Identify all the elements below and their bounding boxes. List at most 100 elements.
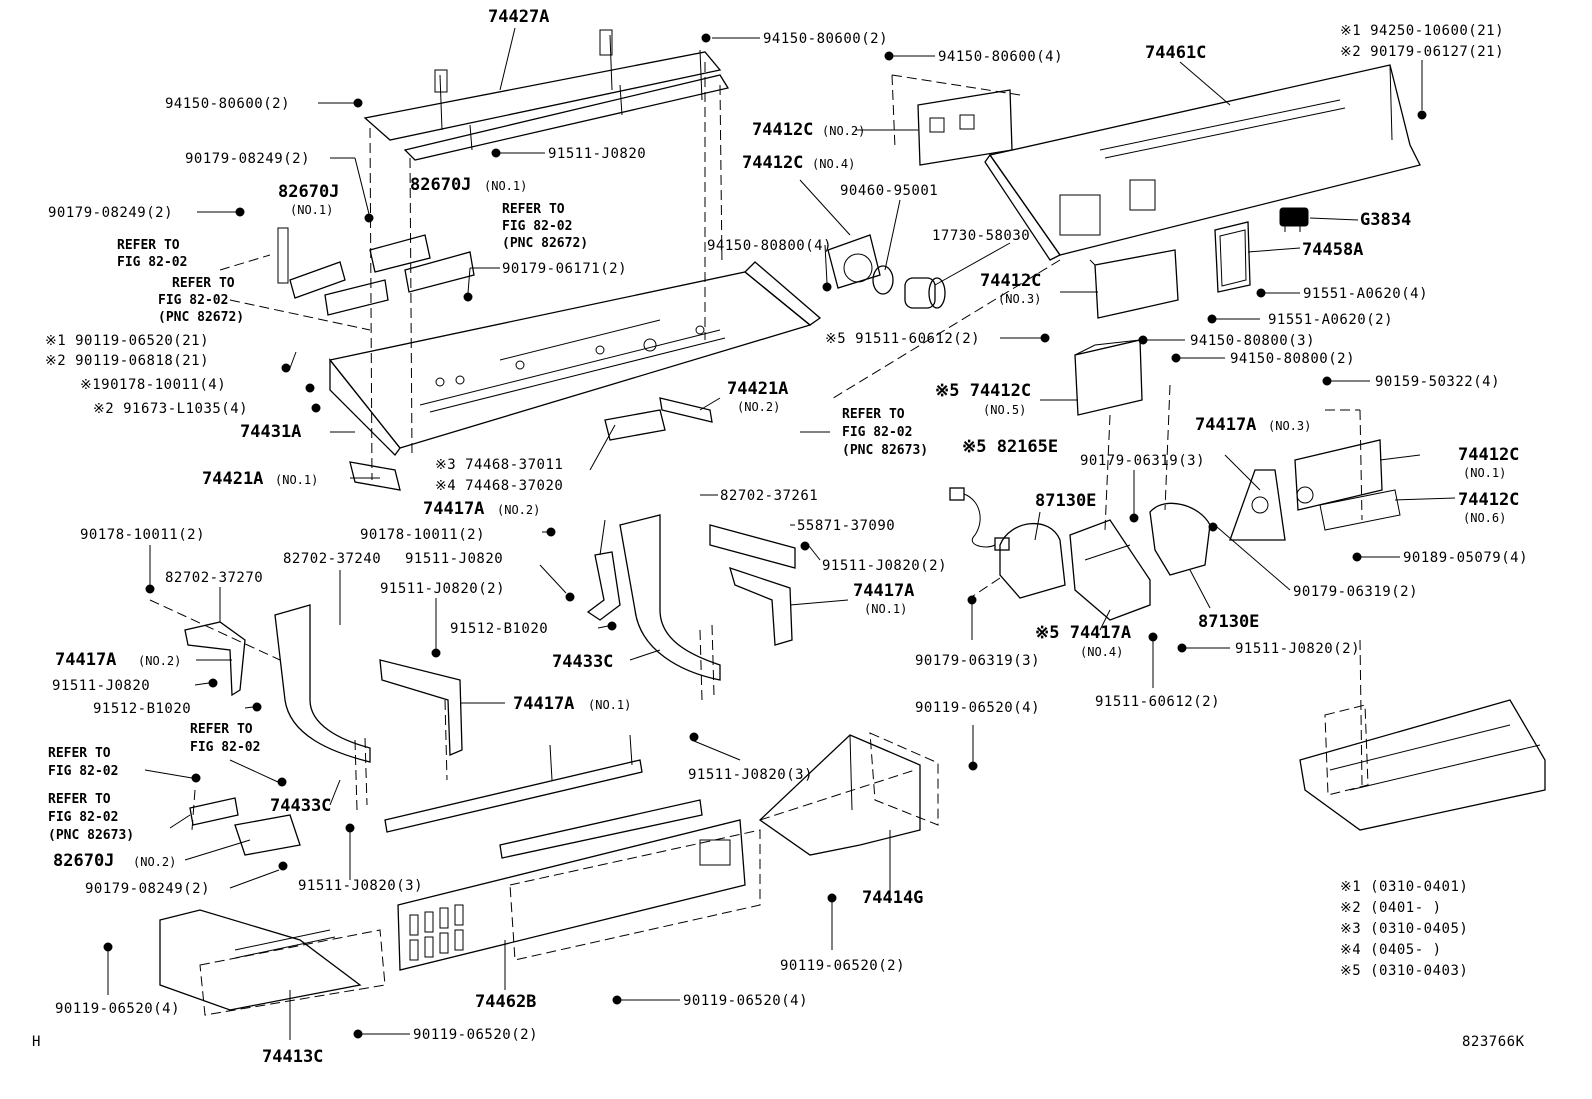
cover-74414G-drawing <box>758 732 939 856</box>
bracket-74417A-no3-drawing <box>1229 469 1286 541</box>
tray-74431A-drawing <box>328 261 822 457</box>
label-90119-06520-4-b: 90119-06520(4) <box>683 993 808 1009</box>
label-91673-L1035: ※2 91673-L1035(4) <box>93 401 248 417</box>
label-82670J-b: 82670J <box>410 175 471 195</box>
label-74461C: 74461C <box>1145 43 1206 63</box>
label-74421A-no2-sub: (NO.2) <box>737 400 780 414</box>
battery-pack-drawing <box>1299 639 1546 831</box>
label-74417A-no2-left: 74417A <box>55 650 116 670</box>
box-74412C-no3-drawing <box>1089 249 1179 319</box>
label-91551-A0620-4: 91551-A0620(4) <box>1303 286 1428 302</box>
label-74431A: 74431A <box>240 422 301 442</box>
fastener-glyphs <box>103 33 1427 1039</box>
grille-74462B-drawing <box>397 819 761 971</box>
label-82702-37261: 82702-37261 <box>720 488 818 504</box>
label-90119-06520-21: ※1 90119-06520(21) <box>45 333 209 349</box>
label-90178-10011-2-b: 90178-10011(2) <box>360 527 485 543</box>
label-94150-80800-4: 94150-80800(4) <box>707 238 832 254</box>
part-labels: 74427A 94150-80600(2) 94150-80600(4) 744… <box>45 7 1528 1067</box>
label-74412C-no4-sub: (NO.4) <box>812 157 855 171</box>
label-82165E: ※5 82165E <box>962 437 1058 457</box>
ref-fig-b-line2: FIG 82-02 <box>158 293 228 308</box>
label-74433C-b: 74433C <box>270 796 331 816</box>
label-55871-37090: 55871-37090 <box>797 518 895 534</box>
bar-55871-37090-drawing <box>709 524 796 569</box>
label-90119-06520-4-c: 90119-06520(4) <box>55 1001 180 1017</box>
label-91512-B1020-a: 91512-B1020 <box>450 621 548 637</box>
label-74412C-no2: 74412C <box>752 120 813 140</box>
label-74412C-no1-sub: (NO.1) <box>1463 466 1506 480</box>
note-4: ※4 (0405- ) <box>1340 942 1442 958</box>
label-94250-10600: ※1 94250-10600(21) <box>1340 23 1504 39</box>
label-90179-06319-3-b: 90179-06319(3) <box>915 653 1040 669</box>
wire-82165E-drawing <box>949 487 1010 551</box>
bracket-82670J-no1-left-drawing <box>277 227 389 316</box>
label-91511-J0820-b: 91511-J0820 <box>52 678 150 694</box>
panel-74412C-no2-drawing <box>891 74 1021 166</box>
label-94150-80800-2: 94150-80800(2) <box>1230 351 1355 367</box>
label-91511-J0820-2-mid: 91511-J0820(2) <box>822 558 947 574</box>
note-5: ※5 (0310-0403) <box>1340 963 1468 979</box>
ref-fig-c-line1: REFER TO <box>502 202 565 217</box>
label-74412C-no3-sub: (NO.3) <box>998 292 1041 306</box>
label-91511-J0820-3-a: 91511-J0820(3) <box>298 878 423 894</box>
label-94150-80600-2-top: 94150-80600(2) <box>763 31 888 47</box>
ref-fig-g-line2: FIG 82-02 <box>48 810 118 825</box>
label-74417A-no1-center: 74417A <box>513 694 574 714</box>
ref-fig-e-line1: REFER TO <box>190 722 253 737</box>
bracket-74417A-no2-mid-drawing <box>586 551 621 621</box>
label-91512-B1020-b: 91512-B1020 <box>93 701 191 717</box>
label-90179-06127: ※2 90179-06127(21) <box>1340 44 1504 60</box>
label-82670J-no2: 82670J <box>53 851 114 871</box>
label-74421A-no1-sub: (NO.1) <box>275 473 318 487</box>
connector-G3834-drawing <box>1279 207 1309 232</box>
ref-fig-f-line2: FIG 82-02 <box>48 764 118 779</box>
ref-fig-d-line2: FIG 82-02 <box>842 425 912 440</box>
label-74412C-no5: ※5 74412C <box>935 381 1031 401</box>
legend-notes: ※1 (0310-0401) ※2 (0401- ) ※3 (0310-0405… <box>1340 879 1468 979</box>
label-G3834: G3834 <box>1360 210 1411 230</box>
ref-fig-a-line1: REFER TO <box>117 238 180 253</box>
leader-lines <box>107 27 1456 1040</box>
label-87130E-a: 87130E <box>1035 491 1096 511</box>
label-90119-06520-4-a: 90119-06520(4) <box>915 700 1040 716</box>
label-74421A-no2: 74421A <box>727 379 788 399</box>
label-74417A-no1-right-sub: (NO.1) <box>864 602 907 616</box>
label-82702-37240: 82702-37240 <box>283 551 381 567</box>
seal-74458A-drawing <box>1214 221 1251 293</box>
frame-74433C-right-drawing <box>619 514 721 701</box>
label-74417A-no2-top: 74417A <box>423 499 484 519</box>
lower-rails-drawing <box>384 734 703 859</box>
ref-fig-b-line1: REFER TO <box>172 276 235 291</box>
label-82670J-no2-sub: (NO.2) <box>133 855 176 869</box>
label-82670J-a: 82670J <box>278 182 339 202</box>
label-74417A-no1-right: 74417A <box>853 581 914 601</box>
label-90119-06818-21: ※2 90119-06818(21) <box>45 353 209 369</box>
ref-fig-c-line3: (PNC 82672) <box>502 236 588 251</box>
label-74412C-no6: 74412C <box>1458 490 1519 510</box>
box-74412C-no5-drawing <box>1074 339 1143 416</box>
label-82670J-a-sub: (NO.1) <box>290 203 333 217</box>
label-74412C-no2-sub: (NO.2) <box>822 124 865 138</box>
label-74412C-no3: 74412C <box>980 271 1041 291</box>
top-cover-74461C-drawing <box>984 64 1421 261</box>
note-3: ※3 (0310-0405) <box>1340 921 1468 937</box>
duct-74412C-no4-drawing <box>827 234 946 309</box>
bracket-74417A-no2-left-drawing <box>184 621 246 697</box>
label-90189-05079: 90189-05079(4) <box>1403 550 1528 566</box>
label-74413C: 74413C <box>262 1047 323 1067</box>
label-90178-10011-4: ※190178-10011(4) <box>80 377 226 393</box>
bracket-74417A-no1-right-drawing <box>729 566 793 646</box>
label-91511-J0820-3-b: 91511-J0820(3) <box>688 767 813 783</box>
label-91511-60612-2-b: 91511-60612(2) <box>1095 694 1220 710</box>
label-90179-08249-2-c: 90179-08249(2) <box>85 881 210 897</box>
floor-74413C-drawing <box>159 909 386 1016</box>
ref-fig-d-line1: REFER TO <box>842 407 905 422</box>
label-74421A-no1: 74421A <box>202 469 263 489</box>
label-74412C-no1: 74412C <box>1458 445 1519 465</box>
ref-fig-g-line1: REFER TO <box>48 792 111 807</box>
label-82670J-b-sub: (NO.1) <box>484 179 527 193</box>
note-1: ※1 (0310-0401) <box>1340 879 1468 895</box>
label-94150-80600-2-left: 94150-80600(2) <box>165 96 290 112</box>
